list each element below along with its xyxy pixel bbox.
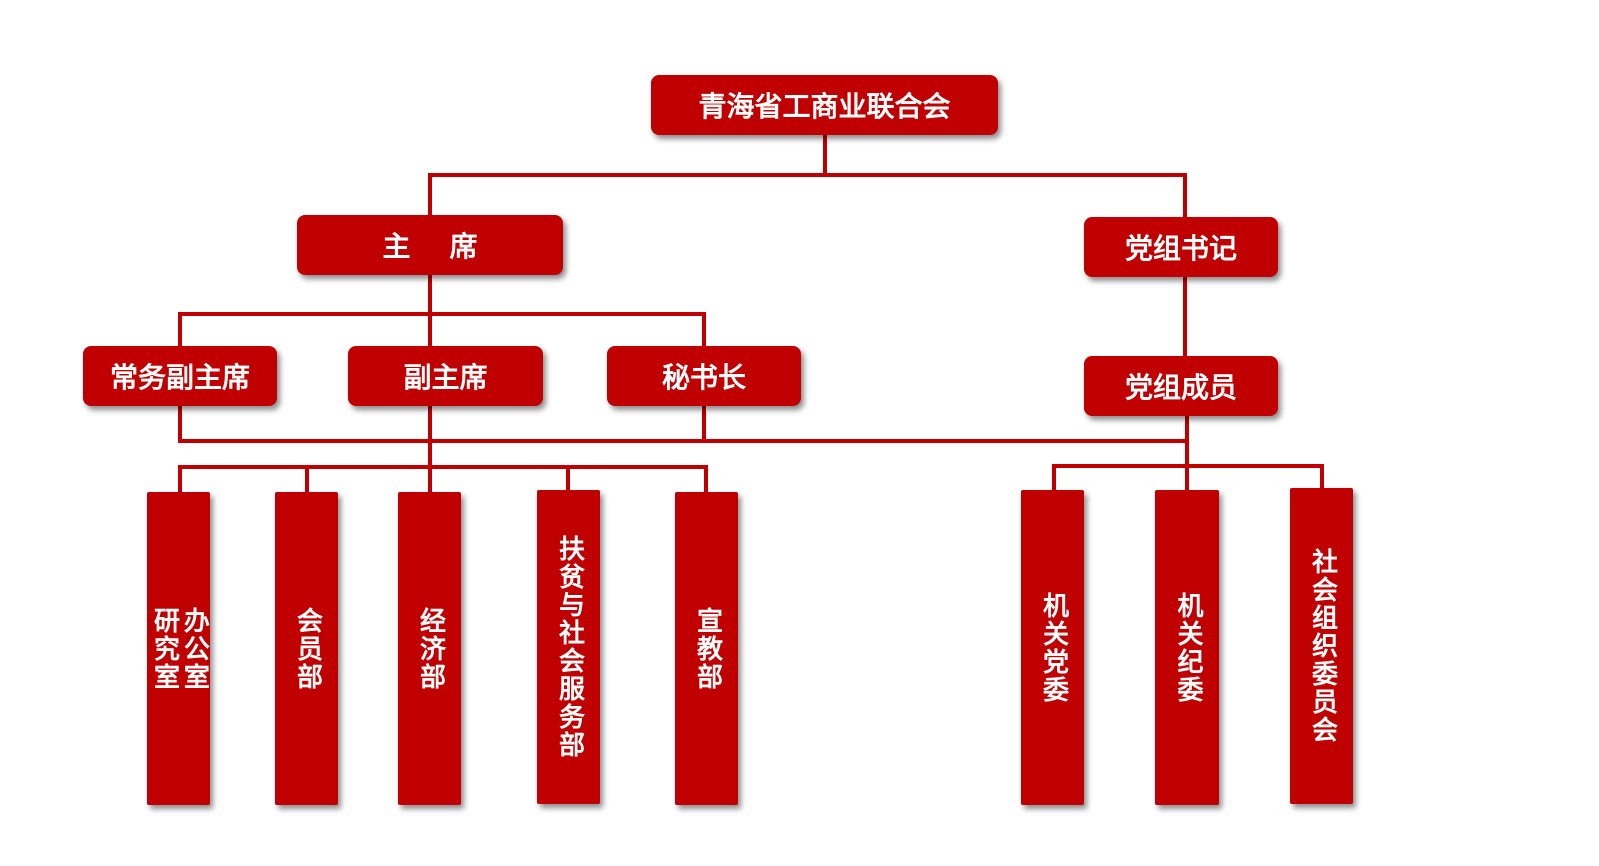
secretary-general-label: 秘书长 bbox=[661, 361, 746, 394]
vice-chairman-box: 副主席 bbox=[348, 346, 543, 406]
chairman-label: 主 席 bbox=[382, 230, 478, 263]
root-box: 青海省工商业联合会 bbox=[651, 75, 998, 135]
party-unit-box: 机关纪委 bbox=[1155, 490, 1219, 805]
party-secretary-box: 党组书记 bbox=[1084, 217, 1278, 277]
party-unit-box: 社会组织委员会 bbox=[1290, 488, 1353, 804]
department-box: 经济部 bbox=[398, 492, 461, 805]
party-members-box: 党组成员 bbox=[1084, 356, 1278, 416]
party-unit-label: 机关党委 bbox=[1038, 591, 1069, 704]
department-label: 宣教部 bbox=[692, 606, 723, 691]
party-secretary-label: 党组书记 bbox=[1124, 232, 1237, 265]
party-members-label: 党组成员 bbox=[1124, 371, 1237, 404]
party-unit-label: 机关纪委 bbox=[1172, 591, 1203, 704]
root-label: 青海省工商业联合会 bbox=[698, 90, 951, 123]
department-label: 扶贫与社会服务部 bbox=[554, 535, 585, 759]
secretary-general-box: 秘书长 bbox=[607, 346, 801, 406]
chairman-box: 主 席 bbox=[297, 215, 563, 275]
department-label: 办公室 研究室 bbox=[149, 606, 210, 691]
department-box: 会员部 bbox=[275, 492, 338, 805]
vice-chairman-label: 副主席 bbox=[403, 361, 488, 394]
exec-vice-chairman-label: 常务副主席 bbox=[109, 361, 250, 394]
party-unit-label: 社会组织委员会 bbox=[1307, 548, 1338, 744]
department-box: 宣教部 bbox=[675, 492, 738, 805]
department-label: 会员部 bbox=[292, 606, 323, 691]
department-label: 经济部 bbox=[415, 606, 446, 691]
department-box: 办公室 研究室 bbox=[147, 492, 210, 805]
exec-vice-chairman-box: 常务副主席 bbox=[83, 346, 277, 406]
party-unit-box: 机关党委 bbox=[1021, 490, 1084, 805]
department-box: 扶贫与社会服务部 bbox=[537, 490, 600, 804]
